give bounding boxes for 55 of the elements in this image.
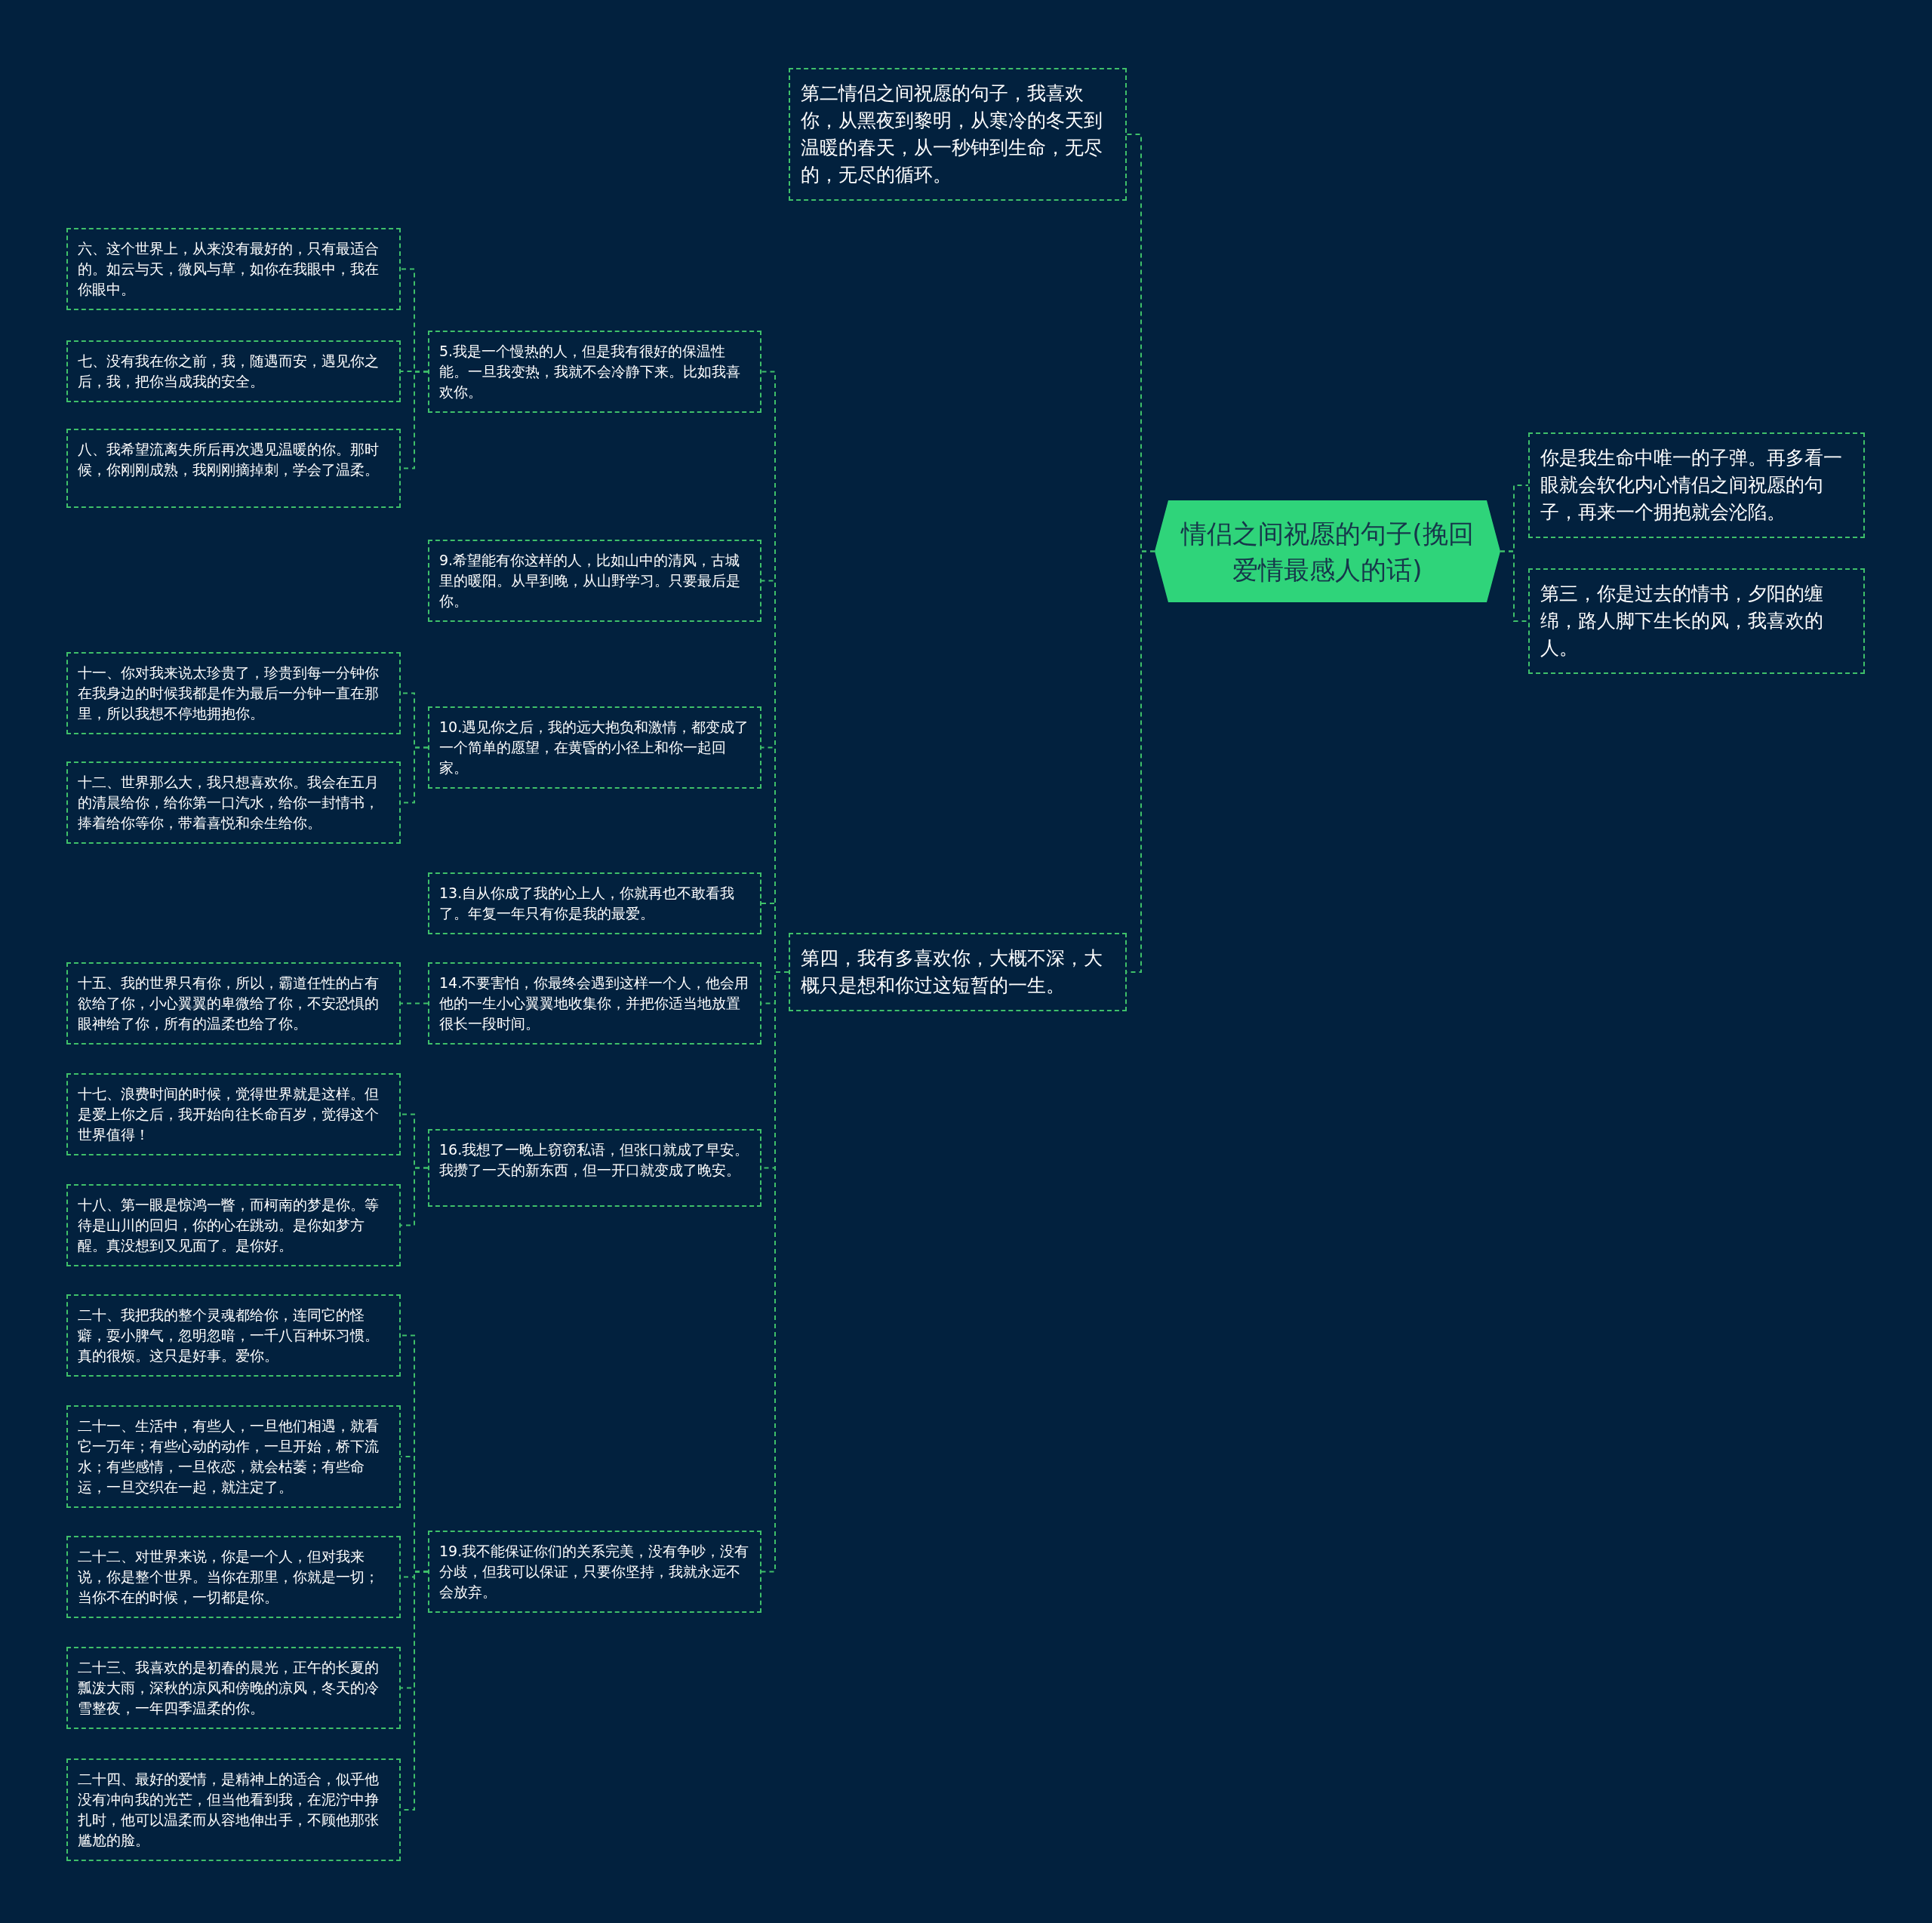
quote-box	[789, 68, 1127, 201]
quote-text: 十五、我的世界只有你，所以，霸道任性的占有欲给了你，小心翼翼的卑微给了你，不安恐惧的眼神给了你，所有的温柔也给了你。	[78, 974, 380, 1033]
quote-box	[66, 429, 401, 508]
quote-box	[66, 1073, 401, 1155]
quote-text: 第二情侣之间祝愿的句子，我喜欢你，从黑夜到黎明，从寒冷的冬天到温暖的春天，从一秒钟到生命，无尽的，无尽的循环。	[801, 82, 1103, 187]
quote-text: 16.我想了一晚上窃窃私语，但张口就成了早安。我攒了一天的新东西，但一开口就变成了晚安。	[439, 1140, 750, 1180]
quote-box	[66, 228, 401, 310]
quote-box	[428, 540, 761, 622]
quote-box	[66, 652, 401, 734]
quote-box	[66, 962, 401, 1045]
quote-text: 十七、浪费时间的时候，觉得世界就是这样。但是爱上你之后，我开始向往长命百岁，觉得这个世界值得！	[78, 1085, 380, 1144]
quote-text: 9.希望能有你这样的人，比如山中的清风，古城里的暖阳。从早到晚，从山野学习。只要最后是你。	[439, 551, 741, 611]
quote-text: 二十一、生活中，有些人，一旦他们相遇，就看它一万年；有些心动的动作，一旦开始，桥下流水；有些感情，一旦依恋，就会枯萎；有些命运，一旦交织在一起，就注定了。	[78, 1417, 380, 1497]
quote-text: 二十四、最好的爱情，是精神上的适合，似乎他没有冲向我的光芒，但当他看到我，在泥泞中挣扎时，他可以温柔而从容地伸出手，不顾他那张尴尬的脸。	[78, 1770, 380, 1850]
quote-box	[428, 1129, 761, 1207]
quote-text: 二十二、对世界来说，你是一个人，但对我来说，你是整个世界。当你在那里，你就是一切；当你不在的时候，一切都是你。	[78, 1547, 380, 1607]
quote-text: 十二、世界那么大，我只想喜欢你。我会在五月的清晨给你，给你第一口汽水，给你一封情书，捧着给你等你，带着喜悦和余生给你。	[78, 773, 380, 832]
quote-box	[66, 1184, 401, 1266]
topic-title: 情侣之间祝愿的句子(挽回爱情最感人的话)	[1180, 517, 1475, 586]
quote-box	[66, 1647, 401, 1729]
quote-box	[428, 1531, 761, 1613]
quote-box	[66, 1405, 401, 1508]
quote-box	[66, 1536, 401, 1618]
quote-box	[428, 872, 761, 934]
quote-box	[428, 706, 761, 789]
quote-box	[66, 762, 401, 844]
quote-box	[428, 331, 761, 413]
connector-line	[400, 1002, 429, 1005]
quote-box	[789, 933, 1127, 1011]
quote-text: 七、没有我在你之前，我，随遇而安，遇见你之后，我，把你当成我的安全。	[78, 352, 380, 391]
quote-box	[66, 1294, 401, 1377]
quote-text: 19.我不能保证你们的关系完美，没有争吵，没有分歧，但我可以保证，只要你坚持，我就永远不会放弃。	[439, 1542, 750, 1601]
quote-text: 六、这个世界上，从来没有最好的，只有最适合的。如云与天，微风与草，如你在我眼中，我在你眼中。	[78, 239, 380, 299]
connector-line	[1126, 550, 1155, 973]
quote-box	[66, 340, 401, 402]
central-topic	[1155, 500, 1500, 602]
quote-box	[1528, 432, 1865, 538]
connector-line	[761, 971, 789, 1573]
quote-text: 第三，你是过去的情书，夕阳的缠绵，路人脚下生长的风，我喜欢的人。	[1540, 582, 1824, 660]
quote-text: 八、我希望流离失所后再次遇见温暖的你。那时候，你刚刚成熟，我刚刚摘掉刺，学会了温柔。	[78, 440, 380, 479]
quote-text: 5.我是一个慢热的人，但是我有很好的保温性能。一旦我变热，我就不会冷静下来。比如我喜欢你。	[439, 342, 741, 402]
quote-text: 10.遇见你之后，我的远大抱负和激情，都变成了一个简单的愿望，在黄昏的小径上和你一起回家。	[439, 718, 750, 777]
quote-box	[66, 1758, 401, 1861]
quote-box	[1528, 568, 1865, 674]
quote-text: 14.不要害怕，你最终会遇到这样一个人，他会用他的一生小心翼翼地收集你，并把你适当地放置很长一段时间。	[439, 974, 750, 1033]
quote-text: 二十、我把我的整个灵魂都给你，连同它的怪癖，耍小脾气，忽明忽暗，一千八百种坏习惯。真的很烦。这只是好事。爱你。	[78, 1306, 380, 1365]
connector-line	[400, 1167, 429, 1226]
quote-text: 第四，我有多喜欢你，大概不深，大概只是想和你过这短暂的一生。	[801, 946, 1103, 998]
quote-box	[428, 962, 761, 1045]
connector-line	[1500, 550, 1529, 622]
quote-text: 二十三、我喜欢的是初春的晨光，正午的长夏的瓢泼大雨，深秋的凉风和傍晚的凉风，冬天的冷雪整夜，一年四季温柔的你。	[78, 1658, 380, 1718]
quote-text: 你是我生命中唯一的子弹。再多看一眼就会软化内心情侣之间祝愿的句子，再来一个拥抱就会沦陷。	[1540, 446, 1843, 525]
quote-text: 十八、第一眼是惊鸿一瞥，而柯南的梦是你。等待是山川的回归，你的心在跳动。是你如梦方醒。真没想到又见面了。是你好。	[78, 1195, 380, 1255]
quote-text: 13.自从你成了我的心上人，你就再也不敢看我了。年复一年只有你是我的最爱。	[439, 884, 736, 923]
quote-text: 十一、你对我来说太珍贵了，珍贵到每一分钟你在我身边的时候我都是作为最后一分钟一直在那里，所以我想不停地拥抱你。	[78, 663, 380, 723]
